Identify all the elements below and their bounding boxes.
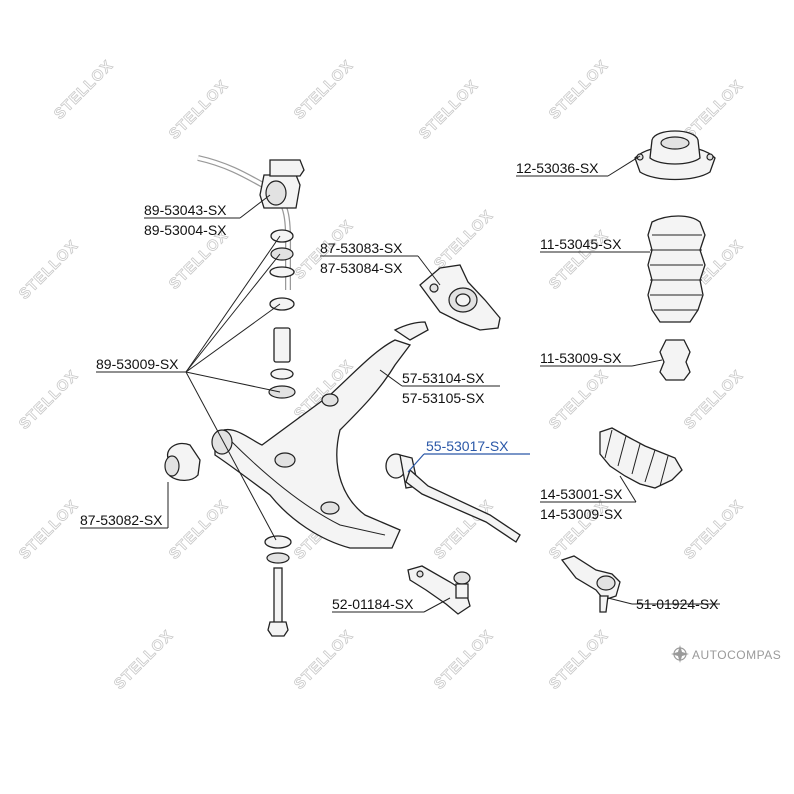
front-bushing bbox=[164, 442, 201, 482]
compass-icon bbox=[671, 645, 689, 663]
label-89-53043: 89-53043-SX bbox=[144, 202, 227, 218]
label-14-53001: 14-53001-SX bbox=[540, 486, 623, 502]
label-52-01184: 52-01184-SX bbox=[332, 596, 414, 612]
watermark-text: STELLOX bbox=[16, 237, 82, 303]
strut-dust-boot bbox=[647, 215, 706, 323]
stabilizer-link-parts bbox=[268, 229, 296, 399]
watermark-text: STELLOX bbox=[681, 367, 747, 433]
watermark-text: STELLOX bbox=[681, 497, 747, 563]
watermark-text: STELLOX bbox=[546, 627, 612, 693]
part-labels: 89-53043-SX 89-53004-SX 87-53083-SX 87-5… bbox=[80, 160, 719, 612]
leader-lines bbox=[80, 155, 720, 613]
watermark-text: STELLOX bbox=[111, 627, 177, 693]
watermark-text: STELLOX bbox=[291, 627, 357, 693]
watermark-text: STELLOX bbox=[546, 367, 612, 433]
watermark-text: STELLOX bbox=[291, 57, 357, 123]
stabilizer-link bbox=[407, 565, 471, 615]
watermark-text: STELLOX bbox=[431, 627, 497, 693]
label-51-01924: 51-01924-SX bbox=[636, 596, 719, 612]
bump-stop bbox=[659, 339, 691, 381]
watermark-text: STELLOX bbox=[16, 497, 82, 563]
lower-control-arm bbox=[211, 321, 429, 549]
watermark-text: STELLOX bbox=[51, 57, 117, 123]
label-12-53036: 12-53036-SX bbox=[516, 160, 599, 176]
watermark-text: STELLOX bbox=[166, 497, 232, 563]
steering-rack-boot bbox=[599, 427, 683, 489]
watermark-text: STELLOX bbox=[166, 77, 232, 143]
watermark-text: STELLOX bbox=[416, 77, 482, 143]
label-57-53104: 57-53104-SX bbox=[402, 370, 485, 386]
bottom-bolt-stack bbox=[264, 535, 292, 637]
label-87-53083: 87-53083-SX bbox=[320, 240, 403, 256]
stabilizer-bushing bbox=[259, 159, 305, 209]
watermark-text: STELLOX bbox=[16, 367, 82, 433]
brand-text: AUTOCOMPAS bbox=[692, 648, 781, 662]
label-57-53105: 57-53105-SX bbox=[402, 390, 485, 406]
autocompas-logo: AUTOCOMPAS bbox=[671, 645, 781, 663]
tie-rod-end bbox=[560, 555, 621, 613]
label-11-53045: 11-53045-SX bbox=[540, 236, 622, 252]
rear-bushing-bracket bbox=[419, 264, 501, 331]
label-55-53017: 55-53017-SX bbox=[426, 438, 509, 454]
label-87-53082: 87-53082-SX bbox=[80, 512, 163, 528]
label-87-53084: 87-53084-SX bbox=[320, 260, 403, 276]
watermark-text: STELLOX bbox=[431, 207, 497, 273]
watermark-text: STELLOX bbox=[546, 57, 612, 123]
label-14-53009: 14-53009-SX bbox=[540, 506, 623, 522]
label-89-53004: 89-53004-SX bbox=[144, 222, 227, 238]
label-11-53009: 11-53009-SX bbox=[540, 350, 622, 366]
strut-top-mount bbox=[634, 130, 716, 181]
label-89-53009: 89-53009-SX bbox=[96, 356, 179, 372]
